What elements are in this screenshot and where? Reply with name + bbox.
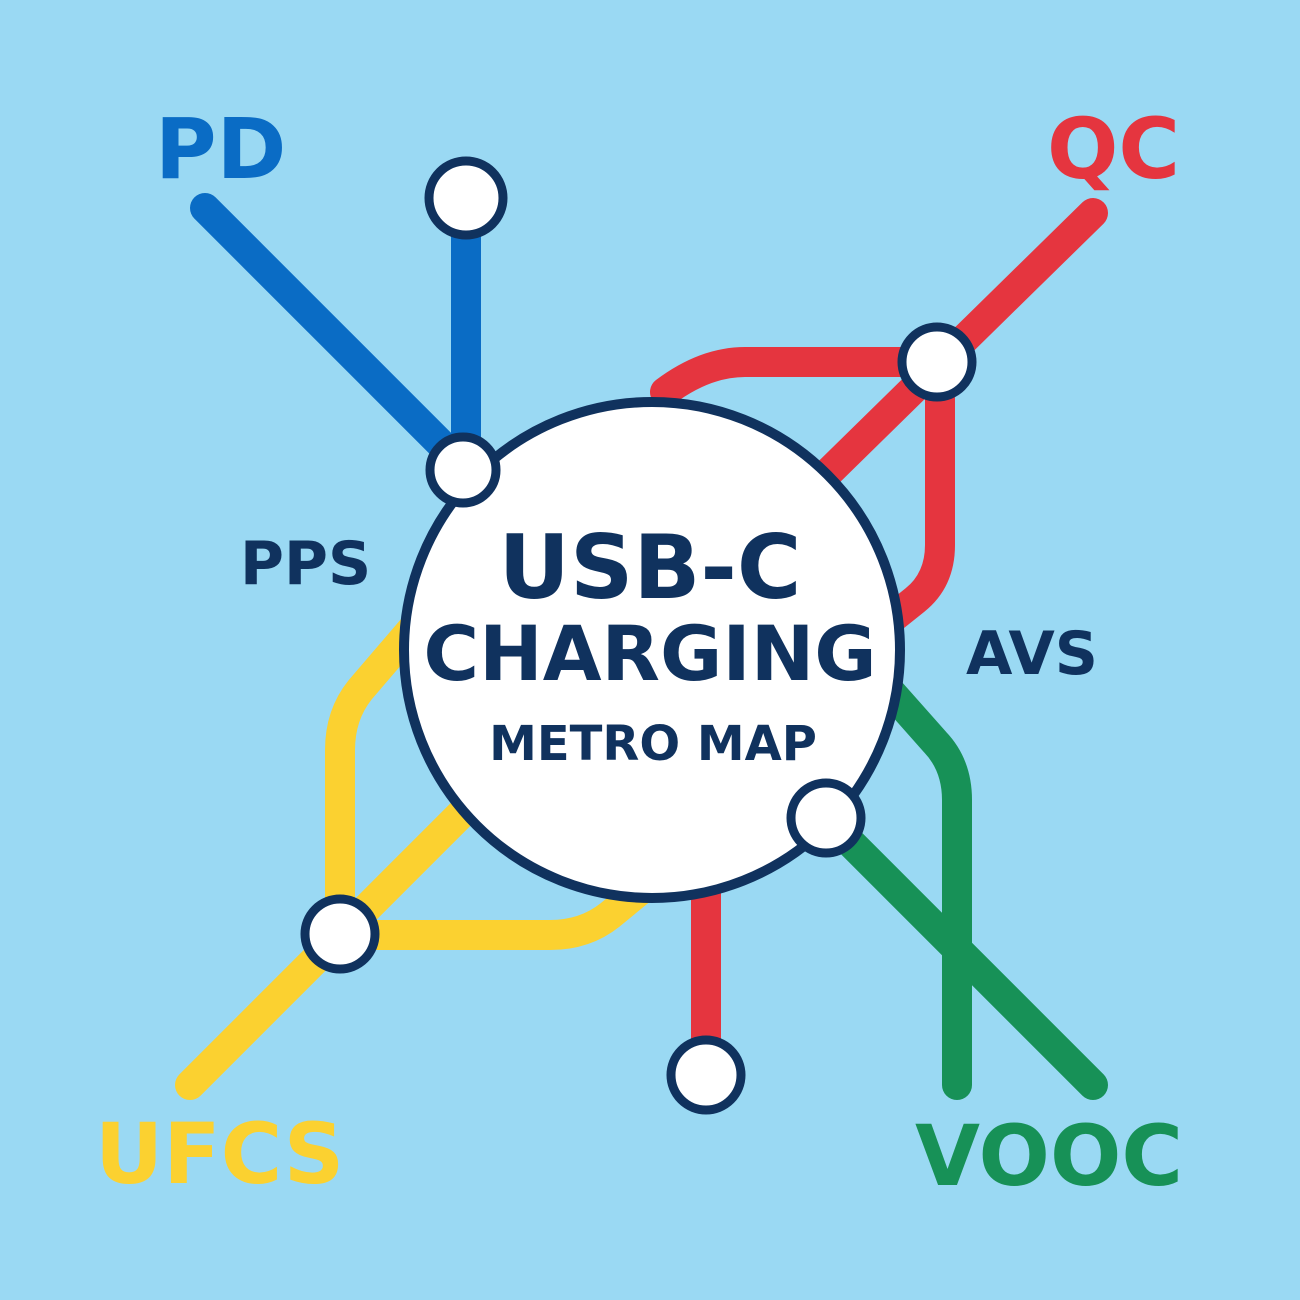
- hub-title-line-2: CHARGING: [423, 609, 876, 698]
- qc-line-label: QC: [1047, 100, 1180, 198]
- station-qc-junction[interactable]: [897, 322, 977, 402]
- station-vooc-junction[interactable]: [786, 778, 866, 858]
- vooc-line: [811, 665, 1108, 1100]
- pps-label: PPS: [240, 529, 371, 599]
- station-pps-junction[interactable]: [425, 432, 501, 508]
- ufcs-line-label: UFCS: [95, 1105, 344, 1203]
- vooc-line-label: VOOC: [915, 1107, 1183, 1205]
- avs-label: AVS: [966, 619, 1098, 689]
- station-south-terminal[interactable]: [666, 1035, 746, 1115]
- pd-line-label: PD: [155, 100, 286, 198]
- hub-title-line-3: METRO MAP: [489, 716, 817, 772]
- station-pd-top[interactable]: [424, 156, 508, 240]
- pd-line-diagonal: [190, 193, 480, 483]
- central-hub-circle: [399, 397, 905, 903]
- vooc-line-loop: [865, 665, 972, 1100]
- hub-title-line-1: USB-C: [498, 516, 801, 619]
- pd-line: [190, 183, 481, 483]
- station-ufcs-junction[interactable]: [300, 894, 380, 974]
